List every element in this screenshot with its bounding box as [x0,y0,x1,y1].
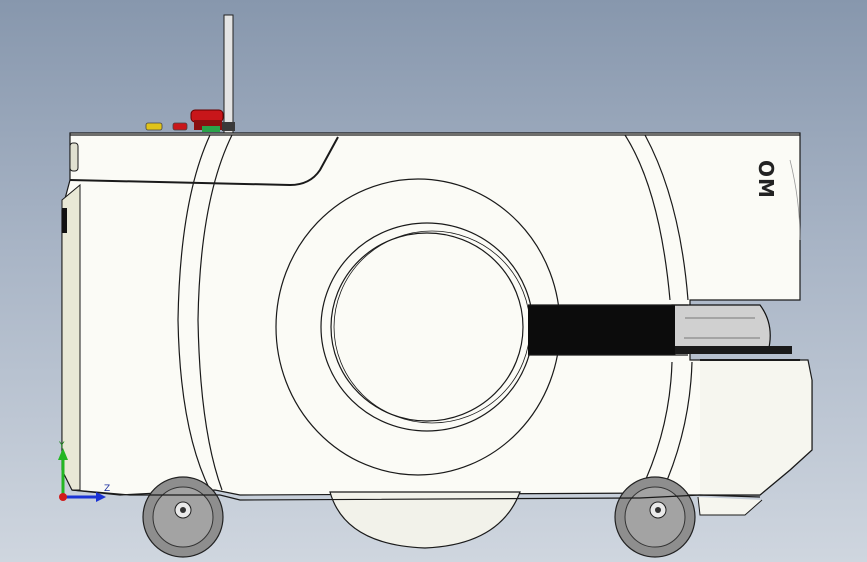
coordinate-triad-icon [58,448,106,502]
antenna [222,14,235,134]
indicator-red [172,122,188,131]
indicator-yellow [145,122,163,131]
lidar-sensor [669,304,771,353]
z-axis-label: Z [104,484,111,494]
brand-mark: OM [754,160,778,199]
drive-wheel [329,491,521,549]
caster-wheel-rear [142,476,224,558]
robot-body [61,132,813,496]
indicator-green [202,126,220,132]
caster-wheel-front [614,476,696,558]
y-axis-label: Y [59,441,65,451]
control-panel [145,109,224,132]
